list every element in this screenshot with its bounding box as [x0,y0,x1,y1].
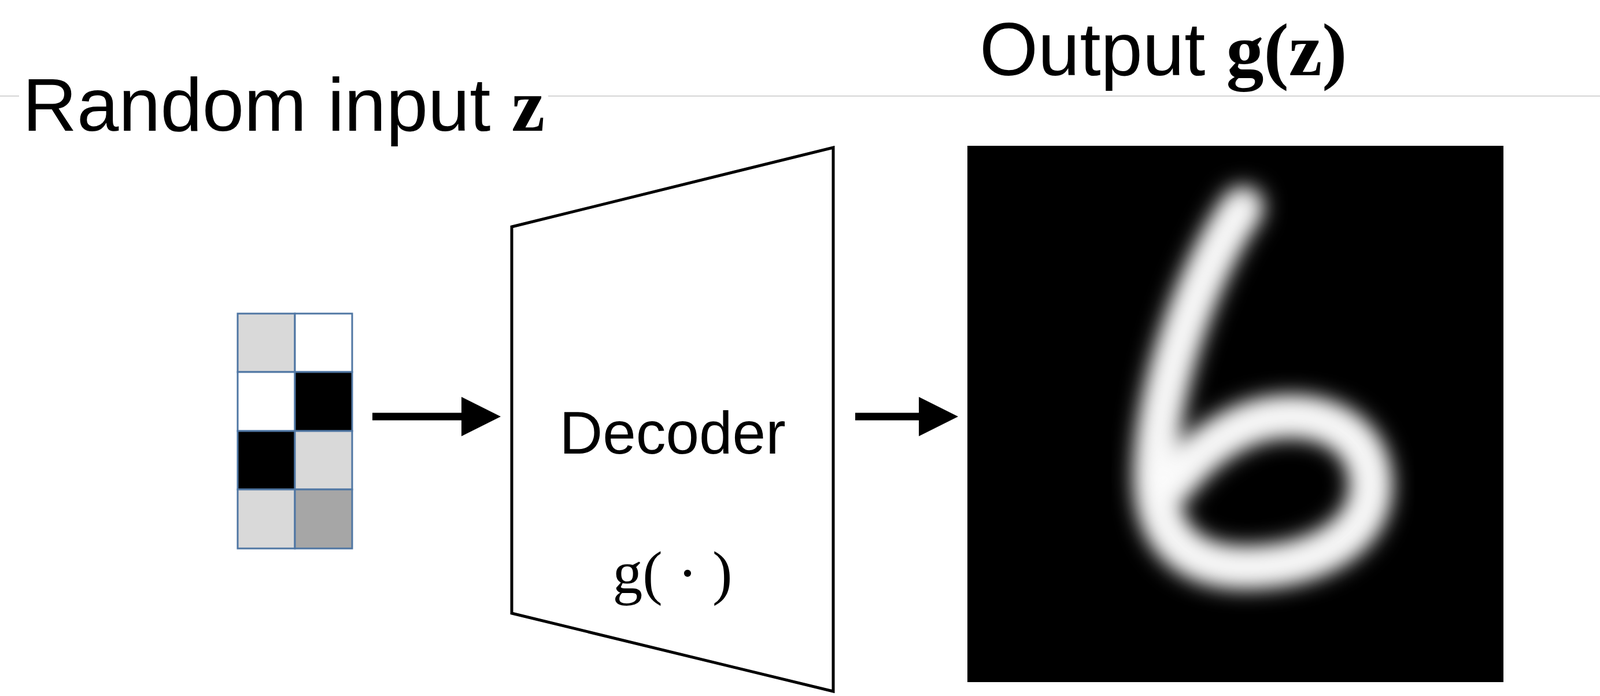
flow-arrow [372,396,501,436]
grid-cell [237,313,295,372]
heading-words: Random input [22,62,512,147]
arrow-shaft [372,412,463,421]
arrow-head [918,396,959,436]
arrow-shaft [855,412,920,421]
flow-arrow [855,396,959,436]
block-label: Decoder [510,396,835,469]
latent-vector: Random input z [237,313,353,549]
grid-cell [237,430,295,490]
digit-core [1155,207,1372,568]
decoder-trapezoid: Decoder g( · ) [510,145,835,693]
digit-six [1155,207,1372,568]
heading-text: Random input z [19,67,549,143]
grid-cell [294,430,353,490]
heading-symbol: g(z) [1225,8,1347,92]
latent-grid [237,313,353,549]
grid-cell [237,371,295,431]
output-image-box: Output g(z) [967,145,1504,682]
heading-symbol: z [511,63,546,147]
grid-cell [294,313,353,372]
grid-cell [294,489,353,549]
heading-text: Output g(z) [976,11,1351,88]
arrow-head [461,396,501,436]
function-label: g( · ) [510,536,835,609]
image-background [967,145,1504,682]
grid-cell [237,489,295,549]
heading-words: Output [979,6,1226,92]
digit-stroke [1155,207,1372,568]
grid-cell [294,371,353,431]
